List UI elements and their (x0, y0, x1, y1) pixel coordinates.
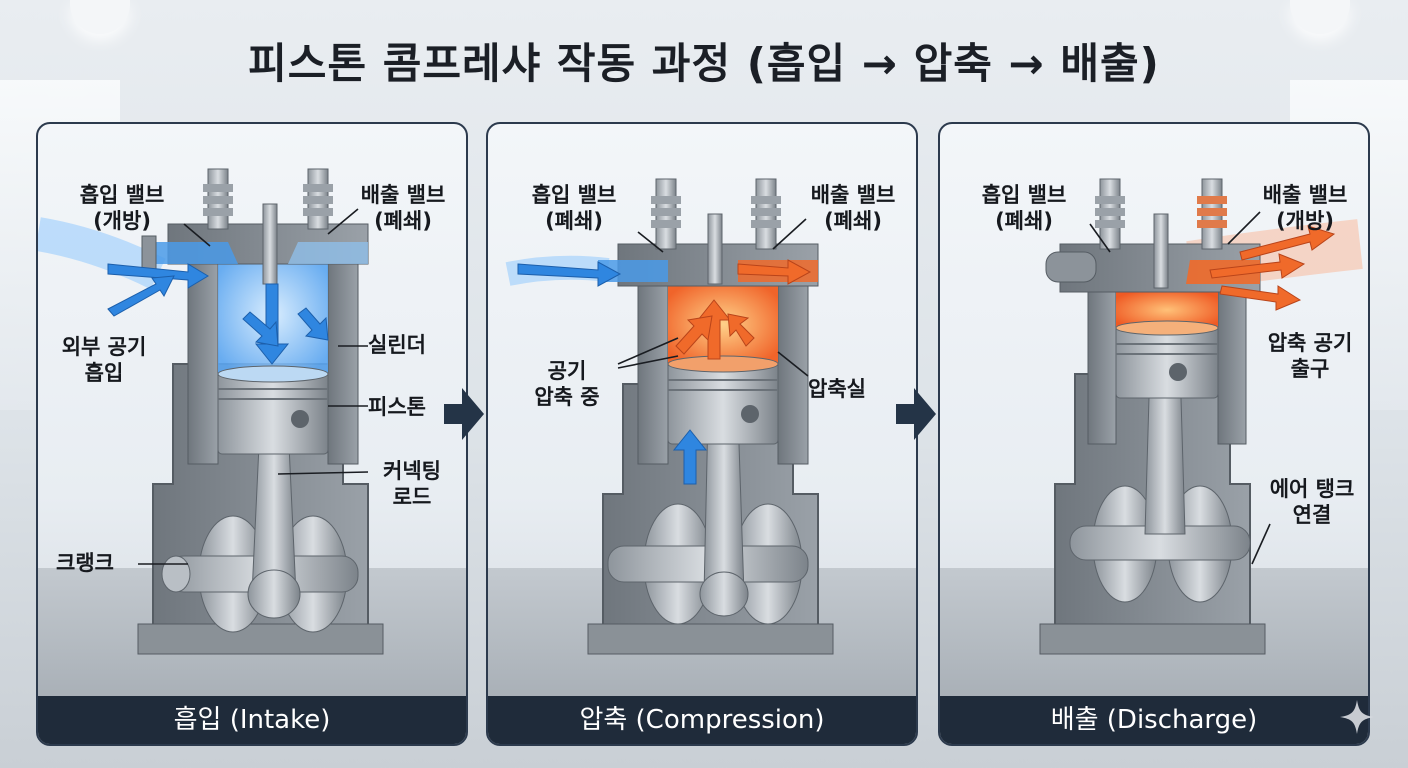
compressing-label: 공기 압축 중 (512, 358, 622, 410)
intake-valve-label: 흡입 밸브 (개방) (54, 182, 190, 234)
label-line: 압축 공기 (1267, 331, 1353, 355)
exhaust-valve-label: 배출 밸브 (폐쇄) (338, 182, 466, 234)
label-line: 흡입 밸브 (531, 183, 617, 207)
discharge-compressor-illustration (1039, 178, 1363, 655)
intake-panel: 흡입 밸브 (개방) 배출 밸브 (폐쇄) 외부 공기 흡입 실린더 피스톤 커… (36, 122, 468, 746)
label-line: 압축 중 (534, 385, 600, 409)
compression-panel: 흡입 밸브 (폐쇄) 배출 밸브 (폐쇄) 공기 압축 중 압축실 압축 (Co… (486, 122, 918, 746)
label-line: 연결 (1292, 503, 1332, 527)
outlet-label: 압축 공기 출구 (1250, 330, 1368, 382)
label-line: 흡입 밸브 (981, 183, 1067, 207)
label-line: (폐쇄) (545, 209, 603, 233)
label-line: 흡입 (84, 361, 124, 385)
ceiling-lamp (1290, 0, 1350, 34)
cylinder-label: 실린더 (368, 333, 426, 357)
label-line: 배출 밸브 (810, 183, 896, 207)
label-line: 배출 밸브 (1262, 183, 1348, 207)
sparkle-icon (1340, 700, 1374, 734)
label-line: 외부 공기 (61, 335, 147, 359)
chamber-label: 압축실 (808, 377, 866, 401)
exhaust-valve-label: 배출 밸브 (개방) (1240, 182, 1368, 234)
label-line: (폐쇄) (374, 209, 432, 233)
label-line: 로드 (392, 485, 432, 509)
label-line: (폐쇄) (995, 209, 1053, 233)
label-line: 공기 (547, 359, 587, 383)
crank-label: 크랭크 (56, 551, 114, 575)
intake-caption: 흡입 (Intake) (38, 696, 466, 744)
intake-valve-label: 흡입 밸브 (폐쇄) (956, 182, 1092, 234)
label-line: 커넥팅 (383, 459, 441, 483)
label-line: (개방) (93, 209, 151, 233)
page-title: 피스톤 콤프레샤 작동 과정 (흡입 → 압축 → 배출) (248, 39, 1160, 88)
label-line: 흡입 밸브 (79, 183, 165, 207)
discharge-caption: 배출 (Discharge) (940, 696, 1368, 744)
label-line: 에어 탱크 (1269, 477, 1355, 501)
compression-caption: 압축 (Compression) (488, 696, 916, 744)
label-line: 배출 밸브 (360, 183, 446, 207)
next-step-arrow-icon (896, 388, 936, 440)
label-line: (개방) (1276, 209, 1334, 233)
exhaust-valve-label: 배출 밸브 (폐쇄) (788, 182, 916, 234)
intake-compressor-illustration (38, 168, 384, 655)
connecting-rod-label: 커넥팅 로드 (372, 458, 452, 510)
ceiling-lamp (70, 0, 130, 34)
label-line: 출구 (1290, 357, 1330, 381)
intake-valve-label: 흡입 밸브 (폐쇄) (506, 182, 642, 234)
air-tank-label: 에어 탱크 연결 (1256, 476, 1368, 528)
next-step-arrow-icon (444, 388, 484, 440)
piston-label: 피스톤 (368, 395, 426, 419)
compression-compressor-illustration (505, 178, 834, 655)
label-line: (폐쇄) (824, 209, 882, 233)
outside-air-label: 외부 공기 흡입 (44, 334, 164, 386)
discharge-panel: 흡입 밸브 (폐쇄) 배출 밸브 (개방) 압축 공기 출구 에어 탱크 연결 … (938, 122, 1370, 746)
